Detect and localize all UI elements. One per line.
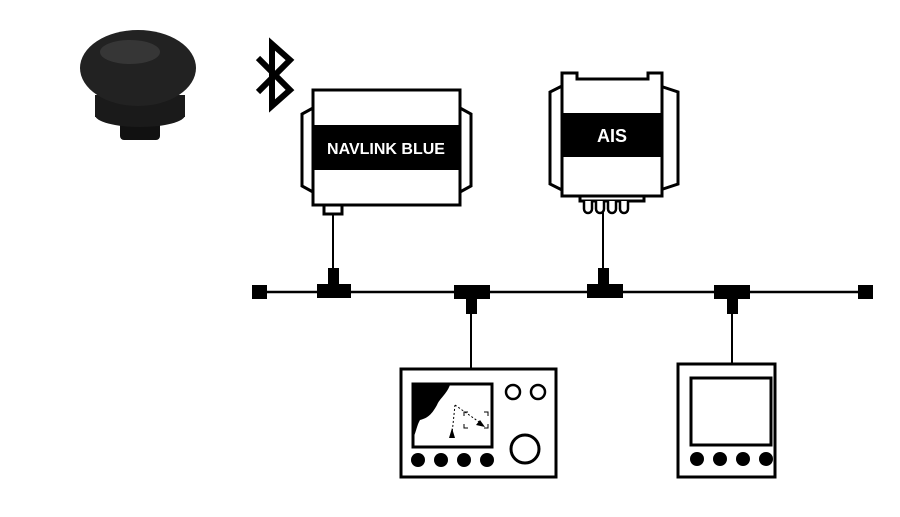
ais-label: AIS xyxy=(597,126,627,146)
terminator-left xyxy=(252,285,267,299)
instrument-display-device xyxy=(676,362,777,479)
navlink-blue-label: NAVLINK BLUE xyxy=(327,141,445,158)
terminator-right xyxy=(858,285,873,299)
chartplotter-device xyxy=(399,367,558,479)
ais-device xyxy=(548,71,680,215)
navlink-blue-device xyxy=(300,88,473,216)
gps-antenna-icon xyxy=(80,30,196,140)
t-connector-display xyxy=(714,285,750,314)
bluetooth-icon xyxy=(255,37,295,113)
drop-cables xyxy=(332,212,733,370)
t-connector-ais xyxy=(587,268,623,298)
t-connector-navlink xyxy=(317,268,351,298)
t-connector-chartplotter xyxy=(454,285,490,314)
